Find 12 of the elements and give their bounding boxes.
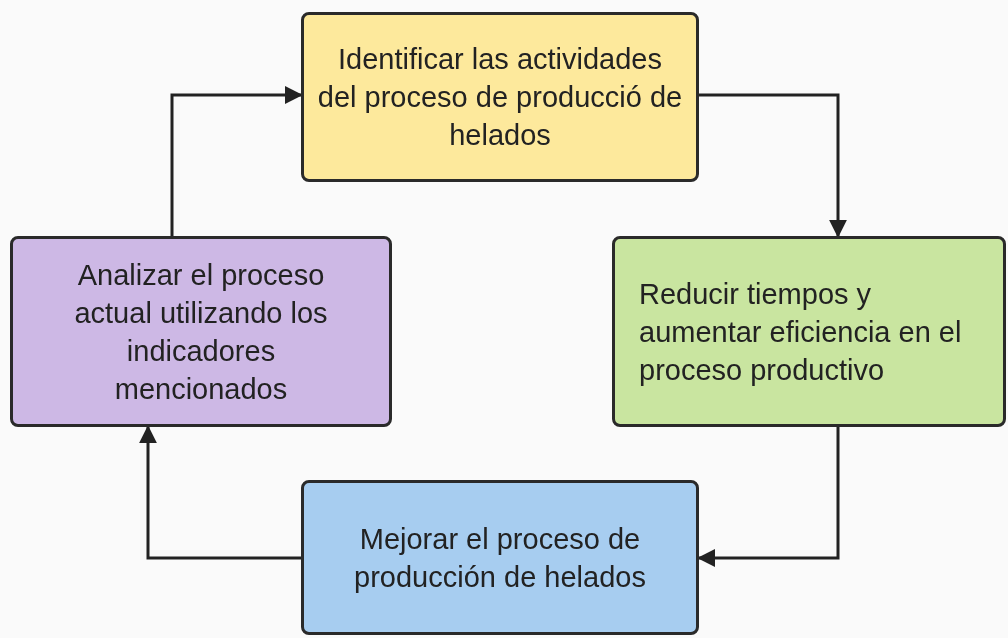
box-text: Mejorar el proceso de producción de helados: [353, 521, 647, 595]
process-box: [301, 12, 699, 182]
process-box: [612, 236, 1006, 427]
box-text: Reducir tiempos y aumentar eficiencia en el proceso productivo: [639, 276, 963, 388]
process-box: [10, 236, 392, 427]
box-text: Analizar el proceso actual utilizando los indicadores mencionados: [73, 257, 329, 407]
arrow: [699, 93, 847, 238]
box-text: Identificar las actividades del proceso de producció de helados: [316, 42, 684, 153]
process-box: [301, 480, 699, 635]
arrow: [170, 86, 303, 236]
arrow: [139, 425, 301, 560]
arrow: [697, 427, 840, 567]
